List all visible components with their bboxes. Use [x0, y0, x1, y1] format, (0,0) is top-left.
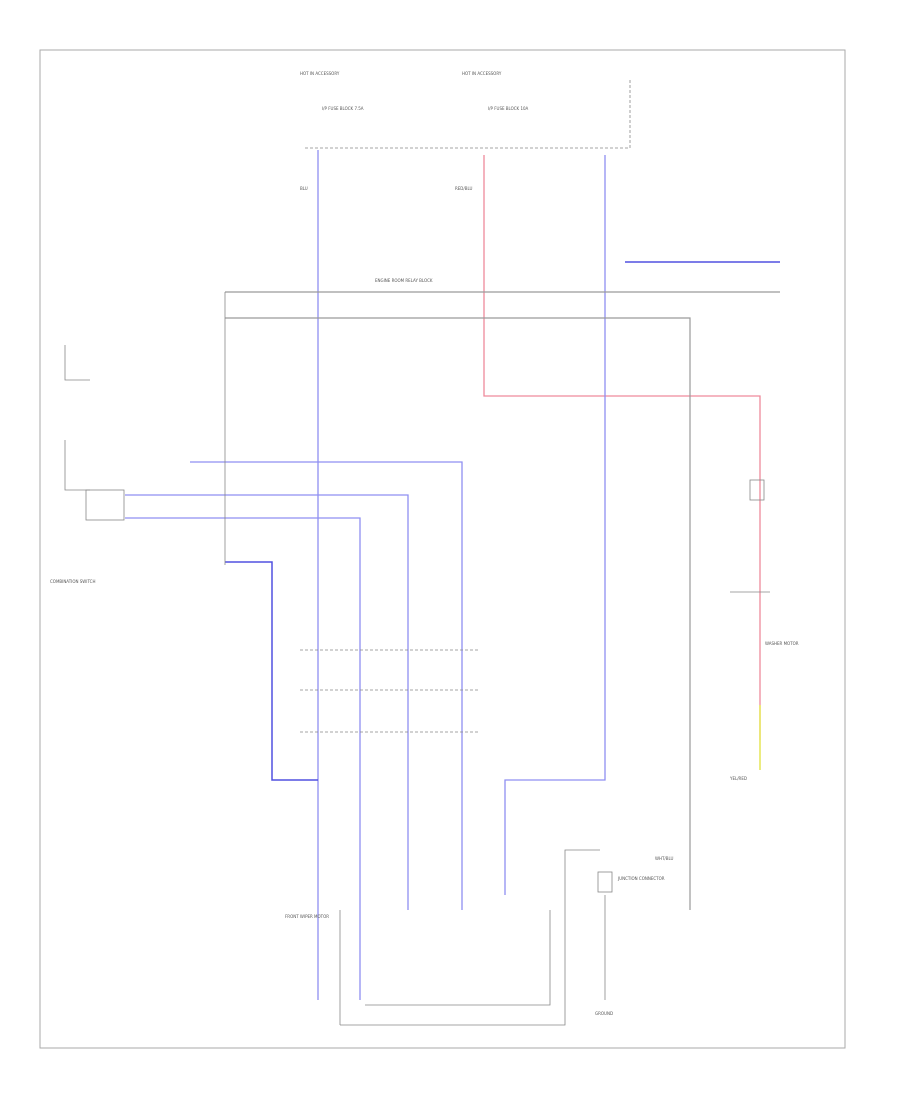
label-wire-wht: WHT/BLU — [655, 856, 674, 861]
label-washer-motor: WASHER MOTOR — [765, 641, 799, 646]
label-hot2: HOT IN ACCESSORY — [462, 71, 502, 76]
label-hot1: HOT IN ACCESSORY — [300, 71, 340, 76]
wire-red — [483, 155, 761, 740]
fuse-block-outline — [305, 80, 631, 149]
label-wire-red: RED/BLU — [455, 186, 473, 191]
wiper-motor-inner — [365, 910, 551, 1006]
junction-connector — [749, 479, 765, 501]
label-fuse-left: I/P FUSE BLOCK 7.5A — [322, 106, 364, 111]
wire-switch-1 — [190, 461, 463, 910]
wire-gray-second — [225, 317, 691, 910]
label-fuse-mid: I/P FUSE BLOCK 10A — [488, 106, 529, 111]
wiper-motor-outline — [340, 849, 600, 1026]
wire-blu-right — [504, 155, 606, 895]
switch-contacts — [64, 345, 90, 491]
label-combination-switch: COMBINATION SWITCH — [50, 579, 95, 584]
wire-switch-2 — [125, 494, 409, 910]
label-wire-yel: YEL/RED — [729, 776, 747, 781]
wire-switch-3 — [125, 517, 361, 1000]
diagram-frame — [39, 49, 846, 1049]
label-wire-blu: BLU — [300, 186, 308, 191]
label-ground: GROUND — [595, 1011, 613, 1016]
label-wiper-motor: FRONT WIPER MOTOR — [285, 914, 329, 919]
label-junction: JUNCTION CONNECTOR — [617, 876, 665, 881]
junction-connector-2 — [597, 871, 613, 893]
switch-block — [85, 489, 125, 521]
wire-switch-ground — [225, 561, 318, 781]
label-engine-block: ENGINE ROOM RELAY BLOCK — [375, 278, 433, 283]
